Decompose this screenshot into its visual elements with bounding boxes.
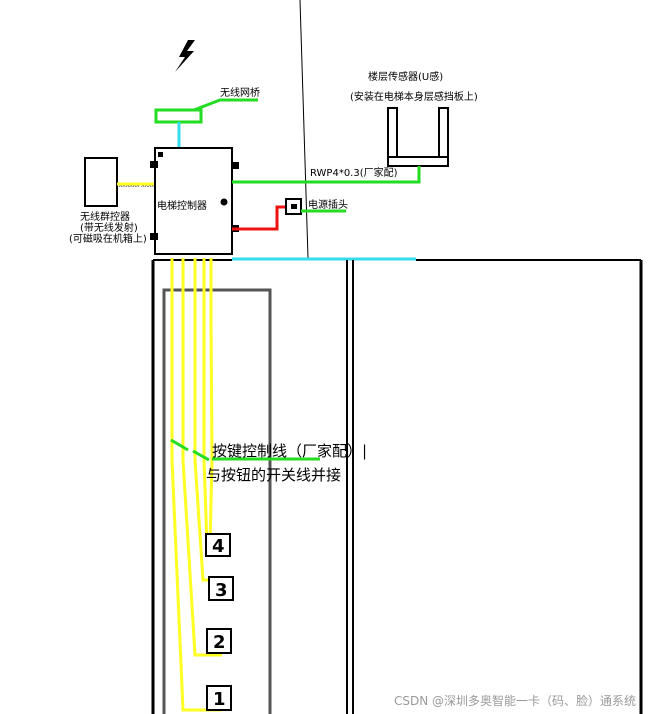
elevator-controller [154, 147, 233, 255]
sensor-cable [232, 166, 421, 184]
floor-button-2-label: 2 [213, 632, 226, 653]
floor-button-3: 3 [208, 576, 234, 601]
watermark: CSDN @深圳多奥智能一卡（码、脸）通系统 [394, 693, 636, 708]
group-controller-tiny-label: XXXXXX XXXXXX XXXX [119, 183, 178, 189]
wire-floor-1 [170, 258, 222, 712]
floor-button-2: 2 [206, 628, 232, 654]
floor-button-4-label: 4 [212, 536, 225, 557]
floor-button-4-frame [205, 533, 231, 557]
floor-button-3-label: 3 [215, 580, 228, 601]
wire-floor-2 [181, 258, 222, 657]
group-controller-label-2: (带无线发射) [80, 221, 138, 234]
wireless-bridge [154, 108, 203, 124]
floor-button-4: 4 [205, 533, 231, 557]
wire-floor-3 [193, 258, 211, 582]
lightning-icon [175, 40, 195, 72]
power-cable [232, 205, 287, 231]
floor-sensor-title: 楼层传感器(U感) [368, 70, 443, 83]
controller-port-top [158, 152, 163, 157]
floor-button-2-frame [206, 628, 232, 654]
floor-button-3-frame [208, 576, 234, 601]
controller-mount-bl [150, 233, 158, 240]
wireless-bridge-leader [193, 98, 258, 112]
group-controller-label-1: 无线群控器 [80, 210, 130, 223]
controller-indicator [220, 198, 228, 206]
floor-button-1-frame [206, 685, 232, 711]
floor-button-1-label: 1 [213, 689, 226, 710]
button-wire-label-1: 按键控制线（厂家配）| [212, 442, 367, 460]
floor-button-1: 1 [206, 685, 232, 711]
wireless-bridge-label: 无线网桥 [220, 86, 260, 99]
floor-sensor-note: (安装在电梯本身层感挡板上) [350, 90, 478, 103]
power-plug-label: 电源插头 [308, 198, 348, 211]
car-panel [162, 288, 272, 714]
group-controller-label-3: (可磁吸在机箱上) [69, 232, 147, 245]
controller-mount-tr [231, 162, 239, 169]
controller-label: 电梯控制器 [157, 199, 207, 212]
cable-spec-label: RWP4*0.3(厂家配) [310, 166, 398, 179]
button-wire-label-2: 与按钮的开关线并接 [206, 466, 341, 484]
floor-sensor-base [387, 156, 449, 167]
controller-mount-tl [150, 161, 158, 168]
button-wire-leader-a [170, 438, 189, 452]
wire-extra [208, 258, 214, 546]
divider-line [299, 0, 309, 259]
group-controller [84, 157, 118, 207]
power-plug-pin [291, 204, 297, 209]
button-wire-leader-b [192, 449, 210, 462]
wire-floor-4 [202, 258, 209, 548]
